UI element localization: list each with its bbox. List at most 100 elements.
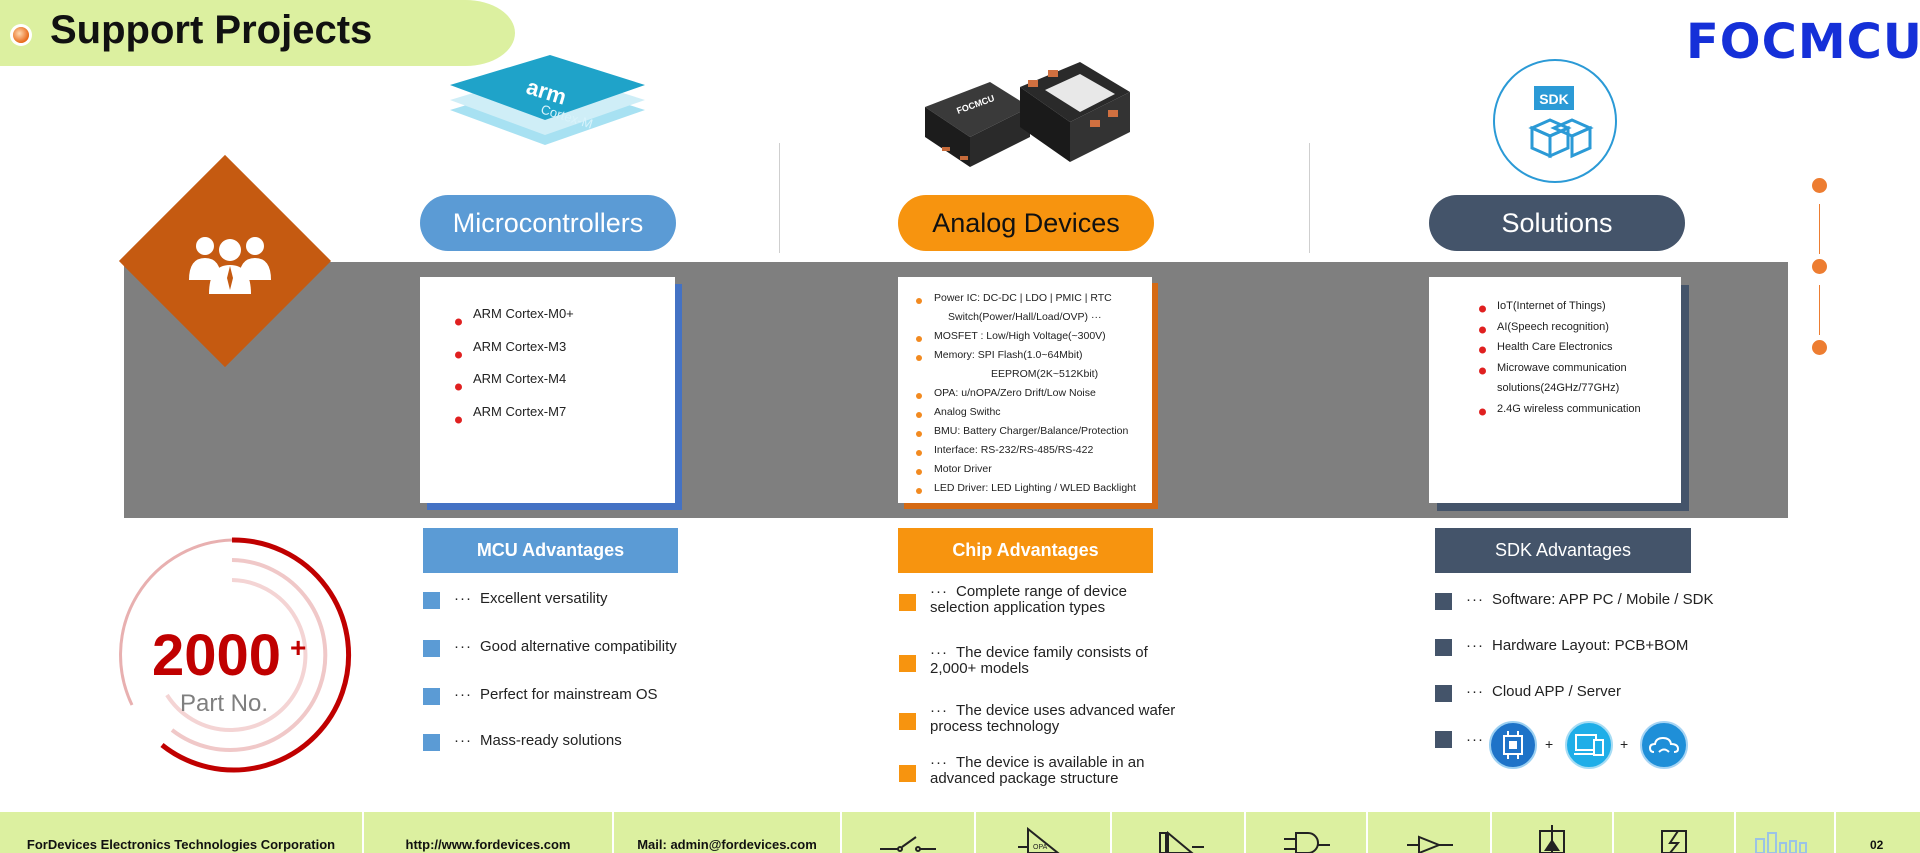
- list-item: Health Care Electronics: [1479, 340, 1681, 361]
- list-item: IoT(Internet of Things): [1479, 299, 1681, 320]
- bullet-square-icon: [899, 594, 916, 611]
- category-microcontrollers: Microcontrollers: [420, 195, 676, 251]
- analog-chip-image: FOCMCU: [920, 62, 1135, 172]
- amplifier-symbol-icon: [1112, 812, 1246, 853]
- opa-label: OPA: [1033, 844, 1048, 851]
- ellipsis: ···: [930, 644, 948, 661]
- bullet-square-icon: [899, 765, 916, 782]
- ellipsis: ···: [1466, 637, 1484, 654]
- and-gate-icon: [1246, 812, 1368, 853]
- chip-advantages-header: Chip Advantages: [898, 528, 1153, 573]
- list-item: ARM Cortex-M3: [455, 339, 675, 372]
- timeline-line: [1819, 204, 1820, 254]
- bullet-square-icon: [1435, 685, 1452, 702]
- ellipsis: ···: [930, 702, 948, 719]
- list-item: BMU: Battery Charger/Balance/Protection: [916, 424, 1152, 443]
- buffer-gate-icon: [1368, 812, 1492, 853]
- ellipsis: ···: [454, 638, 472, 655]
- mcu-advantage-item: ··· Perfect for mainstream OS: [423, 686, 658, 705]
- advantage-text: The device family consists of: [956, 644, 1148, 661]
- list-item: Power IC: DC-DC | LDO | PMIC | RTC: [916, 291, 1152, 310]
- advantage-text: advanced package structure: [930, 770, 1119, 787]
- list-item: ARM Cortex-M4: [455, 371, 675, 404]
- plus-sign: +: [1620, 736, 1629, 752]
- switch-symbol-icon: [842, 812, 976, 853]
- ellipsis: ···: [454, 686, 472, 703]
- category-analog-devices: Analog Devices: [898, 195, 1154, 251]
- bullet-square-icon: [423, 592, 440, 609]
- list-item-continued: solutions(24GHz/77GHz): [1497, 382, 1620, 394]
- footer-website-link[interactable]: http://www.fordevices.com: [364, 812, 614, 853]
- list-item: Motor Driver: [916, 462, 1152, 481]
- advantage-text: The device is available in an: [956, 754, 1145, 771]
- category-solutions: Solutions: [1429, 195, 1685, 251]
- list-item: Interface: RS-232/RS-485/RS-422: [916, 443, 1152, 462]
- divider: [1309, 143, 1310, 253]
- ellipsis: ···: [1466, 731, 1484, 748]
- bullet-square-icon: [423, 688, 440, 705]
- mcu-advantage-item: ···Mass-ready solutions: [423, 732, 622, 751]
- list-item: MOSFET : Low/High Voltage(~300V): [916, 329, 1152, 348]
- ellipsis: ···: [930, 583, 948, 600]
- footer-email-link[interactable]: Mail: admin@fordevices.com: [614, 812, 842, 853]
- list-item-continued: EEPROM(2K~512Kbit): [991, 368, 1099, 380]
- mcu-advantages-header: MCU Advantages: [423, 528, 678, 573]
- sdk-advantage-item: ··· Software: APP PC / Mobile / SDK: [1435, 591, 1713, 610]
- list-item: ARM Cortex-M0+: [455, 306, 675, 339]
- mcu-card: ARM Cortex-M0+ ARM Cortex-M3 ARM Cortex-…: [420, 277, 675, 503]
- team-people-icon: [185, 228, 275, 298]
- footer-company: ForDevices Electronics Technologies Corp…: [0, 812, 364, 853]
- bullet-square-icon: [899, 655, 916, 672]
- timeline-dot: [1812, 340, 1827, 355]
- list-item: LED Driver: LED Lighting / WLED Backligh…: [916, 481, 1152, 500]
- sdk-advantage-item: ···Hardware Layout: PCB+BOM: [1435, 637, 1688, 656]
- cloud-icon: [1640, 721, 1688, 769]
- advantage-text: selection application types: [930, 599, 1106, 616]
- part-count-plus: +: [290, 632, 307, 663]
- arm-cortex-chip-image: arm Cortex-M: [450, 55, 650, 155]
- sdk-icon: SDK: [1492, 58, 1618, 184]
- mcu-advantage-item: ···Excellent versatility: [423, 590, 608, 609]
- list-item: Microwave communication: [1479, 361, 1681, 382]
- header-bullet-icon: [13, 27, 29, 43]
- solutions-card: IoT(Internet of Things) AI(Speech recogn…: [1429, 277, 1681, 503]
- bullet-square-icon: [423, 640, 440, 657]
- sdk-advantage-item: ···Cloud APP / Server: [1435, 683, 1621, 702]
- list-item-continued: Switch(Power/Hall/Load/OVP) ···: [948, 311, 1102, 323]
- part-count-number: 2000: [152, 623, 282, 688]
- bullet-square-icon: [899, 713, 916, 730]
- timeline-line: [1819, 285, 1820, 335]
- bullet-square-icon: [1435, 639, 1452, 656]
- list-item: Analog Swithc: [916, 405, 1152, 424]
- advantage-text: Complete range of device: [956, 583, 1127, 600]
- ellipsis: ···: [454, 732, 472, 749]
- advantage-text: Good alternative compatibility: [480, 638, 677, 655]
- opa-symbol-icon: OPA: [976, 812, 1112, 853]
- footer-bar: [0, 812, 1920, 853]
- advantage-text: 2,000+ models: [930, 660, 1029, 677]
- advantage-text: The device uses advanced wafer: [956, 702, 1176, 719]
- timeline-dot: [1812, 178, 1827, 193]
- advantage-text: Software: APP PC / Mobile / SDK: [1492, 591, 1714, 608]
- diode-symbol-icon: [1492, 812, 1614, 853]
- part-count-label: Part No.: [180, 690, 269, 717]
- bullet-square-icon: [1435, 593, 1452, 610]
- mcu-advantage-item: ··· Good alternative compatibility: [423, 638, 677, 657]
- ellipsis: ···: [1466, 683, 1484, 700]
- ellipsis: ···: [1466, 591, 1484, 608]
- list-item: 2.4G wireless communication: [1479, 402, 1681, 423]
- analog-card: Power IC: DC-DC | LDO | PMIC | RTC Switc…: [898, 277, 1152, 503]
- stat-ring: [112, 535, 352, 775]
- advantage-text: Perfect for mainstream OS: [480, 686, 658, 703]
- bullet-square-icon: [1435, 731, 1452, 748]
- chart-symbol-icon: [1736, 812, 1836, 853]
- advantage-text: Excellent versatility: [480, 590, 608, 607]
- plus-sign: +: [1545, 736, 1554, 752]
- sdk-advantages-header: SDK Advantages: [1435, 528, 1691, 573]
- company-logo: FOCMCU: [1686, 14, 1920, 70]
- page-number: 02: [1870, 838, 1884, 852]
